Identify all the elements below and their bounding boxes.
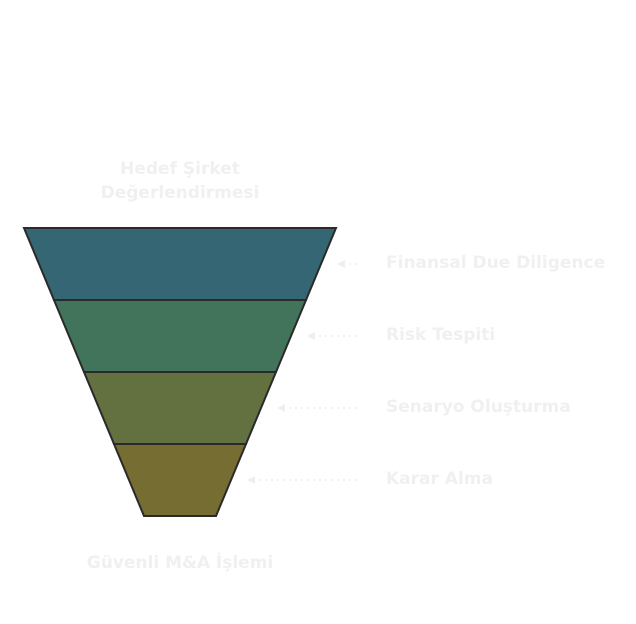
- funnel-stage-1: [22, 227, 338, 301]
- arrow-left-icon: [277, 404, 285, 412]
- funnel-stage-3: [82, 371, 278, 445]
- stage-label: Finansal Due Diligence: [386, 253, 606, 273]
- funnel-outcome: Güvenli M&A İşlemi: [86, 553, 274, 573]
- stage-label: Senaryo Oluşturma: [386, 397, 571, 417]
- funnel-stage-4: [112, 443, 248, 517]
- funnel-title-line-2: Değerlendirmesi: [100, 183, 260, 203]
- stage-label: Risk Tespiti: [386, 325, 496, 345]
- funnel-title-line-1: Hedef Şirket: [120, 159, 240, 179]
- arrow-left-icon: [247, 476, 255, 484]
- arrow-left-icon: [337, 260, 345, 268]
- arrow-left-icon: [307, 332, 315, 340]
- stage-label: Karar Alma: [386, 469, 493, 489]
- funnel-title: Hedef Şirket Değerlendirmesi: [24, 157, 336, 205]
- funnel-stage-2: [52, 299, 308, 373]
